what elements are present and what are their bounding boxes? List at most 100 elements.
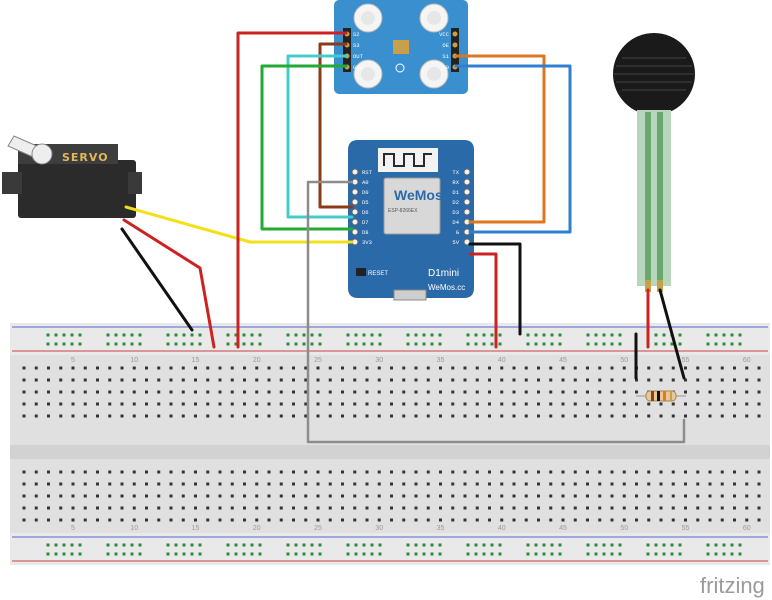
hole	[316, 414, 320, 418]
hole	[206, 366, 210, 370]
rail-hole	[490, 333, 494, 337]
hole	[671, 506, 675, 510]
hole	[304, 390, 308, 394]
hole	[573, 482, 577, 486]
hole	[390, 518, 393, 522]
rail-hole	[130, 333, 134, 337]
fsr-trace-1	[645, 112, 651, 286]
rail-hole	[618, 342, 622, 346]
hole	[414, 518, 418, 522]
hole	[328, 366, 332, 370]
hole	[426, 470, 430, 474]
wemos-pin-label: RX	[452, 179, 459, 186]
hole	[145, 494, 148, 498]
rail-hole	[138, 552, 142, 556]
hole	[218, 390, 222, 394]
hole	[561, 402, 565, 406]
rail-hole	[610, 342, 614, 346]
hole	[194, 378, 197, 382]
hole	[512, 402, 516, 406]
wemos-pin	[351, 228, 359, 236]
hole	[377, 414, 381, 418]
hole	[83, 390, 87, 394]
wemos-pin-label: D7	[362, 219, 369, 226]
rail-hole	[250, 543, 254, 547]
wemos-pin	[351, 198, 359, 206]
hole	[157, 402, 161, 406]
rail-hole	[594, 552, 598, 556]
hole	[34, 414, 38, 418]
rail-hole	[78, 552, 82, 556]
hole	[255, 506, 259, 510]
hole	[635, 414, 638, 418]
hole	[757, 470, 761, 474]
rail-hole	[242, 333, 246, 337]
hole	[83, 506, 87, 510]
wire-servo-power-red	[122, 218, 216, 349]
hole	[218, 494, 222, 498]
hole	[145, 378, 148, 382]
hole	[439, 470, 442, 474]
rail-hole	[670, 552, 674, 556]
top-power-rail	[10, 323, 770, 355]
rail-hole	[130, 543, 134, 547]
rail-hole	[714, 342, 718, 346]
hole	[426, 506, 430, 510]
hole	[59, 366, 63, 370]
hole	[267, 470, 271, 474]
hole	[733, 414, 736, 418]
rail-hole	[62, 543, 66, 547]
hole	[426, 482, 430, 486]
hole	[573, 470, 577, 474]
hole	[500, 390, 504, 394]
rail-hole	[526, 333, 530, 337]
rail-hole	[558, 333, 562, 337]
hole	[414, 414, 418, 418]
hole	[83, 366, 87, 370]
hole	[365, 470, 369, 474]
hole	[524, 390, 528, 394]
hole	[353, 506, 357, 510]
rail-hole	[498, 543, 502, 547]
hole	[500, 402, 504, 406]
hole	[120, 470, 124, 474]
hole	[696, 518, 700, 522]
hole	[132, 414, 136, 418]
sensor-pin	[452, 31, 458, 37]
rail-hole	[414, 543, 418, 547]
hole	[635, 506, 638, 510]
rail-hole	[498, 342, 502, 346]
rail-hole	[106, 543, 110, 547]
hole	[145, 402, 148, 406]
wemos-pin	[463, 208, 471, 216]
hole	[537, 482, 540, 486]
rail-hole	[602, 543, 606, 547]
hole	[59, 390, 63, 394]
hole	[218, 378, 222, 382]
rail-hole	[198, 543, 202, 547]
rail-hole	[414, 342, 418, 346]
column-number: 40	[498, 525, 506, 532]
hole	[524, 482, 528, 486]
hole	[22, 366, 26, 370]
hole	[500, 470, 504, 474]
hole	[390, 506, 393, 510]
hole	[537, 494, 540, 498]
hole	[426, 402, 430, 406]
hole	[206, 494, 210, 498]
hole	[390, 482, 393, 486]
rail-hole	[286, 333, 290, 337]
rail-hole	[662, 552, 666, 556]
hole	[647, 482, 651, 486]
hole	[488, 482, 491, 486]
hole	[108, 378, 112, 382]
wire-sensor-red-power	[236, 31, 348, 349]
rail-hole	[498, 333, 502, 337]
hole	[671, 470, 675, 474]
hole	[488, 390, 491, 394]
hole	[292, 518, 295, 522]
hole	[549, 506, 553, 510]
hole	[267, 506, 271, 510]
hole	[181, 390, 185, 394]
